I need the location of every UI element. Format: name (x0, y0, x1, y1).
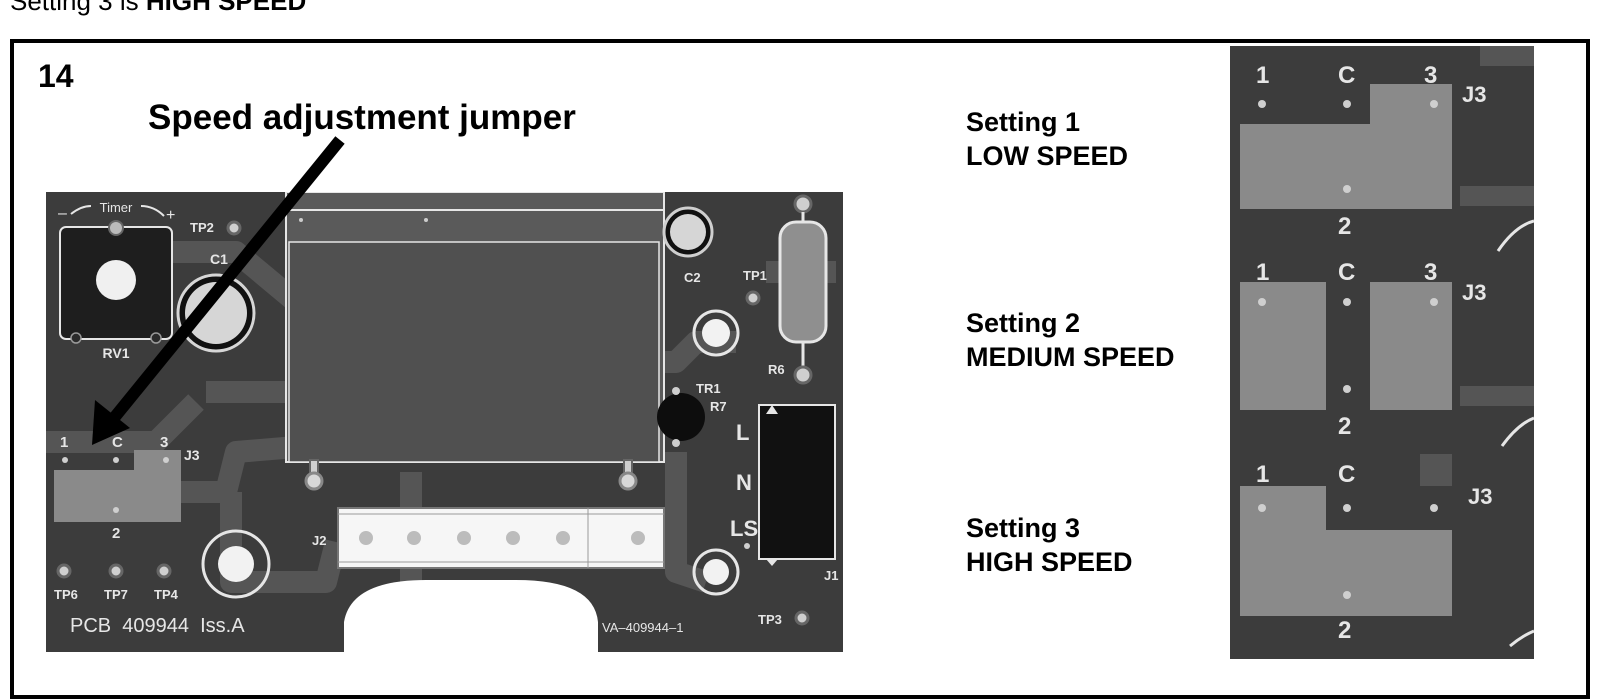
svg-text:TP7: TP7 (104, 587, 128, 602)
closeup-setting-2: 1 C 3 J3 2 (1240, 259, 1486, 440)
svg-text:+: + (166, 207, 175, 224)
svg-text:–: – (58, 205, 67, 222)
setting-1-speed: LOW SPEED (966, 141, 1129, 171)
svg-text:TP4: TP4 (154, 587, 179, 602)
figure-number: 14 (38, 58, 74, 94)
pcb-board-illustration: Timer – + RV1 TP2 C1 C2 TP1 R6 TR1 R7 L … (46, 192, 843, 652)
svg-text:TP6: TP6 (54, 587, 78, 602)
svg-text:PCB 409944 Iss.A: PCB 409944 Iss.A (70, 615, 245, 637)
setting-3-title: Setting 3 (966, 513, 1081, 543)
svg-text:C: C (1338, 461, 1355, 488)
svg-text:C: C (112, 434, 123, 451)
setting-1-label: Setting 1 LOW SPEED (966, 105, 1128, 173)
svg-text:N: N (736, 470, 752, 495)
svg-text:L: L (736, 420, 749, 445)
setting-3-label: Setting 3 HIGH SPEED (966, 511, 1133, 579)
svg-text:3: 3 (1424, 259, 1437, 286)
svg-text:2: 2 (1338, 213, 1351, 240)
closeup-setting-1: 1 C 3 J3 2 (1240, 62, 1486, 240)
svg-text:2: 2 (112, 525, 120, 542)
setting-2-speed: MEDIUM SPEED (966, 342, 1175, 372)
svg-text:C: C (1338, 259, 1355, 286)
svg-text:LS: LS (730, 516, 758, 541)
svg-text:3: 3 (160, 434, 168, 451)
svg-text:TP2: TP2 (190, 220, 214, 235)
svg-text:2: 2 (1338, 617, 1351, 644)
svg-text:J3: J3 (1462, 82, 1486, 107)
svg-text:2: 2 (1338, 413, 1351, 440)
setting-2-title: Setting 2 (966, 308, 1081, 338)
svg-text:3: 3 (1424, 62, 1437, 89)
svg-text:J2: J2 (312, 533, 326, 548)
top-caption: Setting 3 is HIGH SPEED (10, 0, 306, 17)
svg-text:TP3: TP3 (758, 612, 782, 627)
svg-text:1: 1 (60, 434, 68, 451)
svg-text:1: 1 (1256, 461, 1269, 488)
closeup-setting-3: 1 C 3 J3 2 (1240, 454, 1492, 644)
figure-title: Speed adjustment jumper (148, 98, 576, 137)
caption-bold: HIGH SPEED (145, 0, 307, 16)
svg-text:RV1: RV1 (103, 345, 130, 361)
svg-text:VA–409944–1: VA–409944–1 (602, 620, 683, 635)
jumper-closeup-illustration: 1 C 3 J3 2 1 C 3 J3 2 1 C 3 J3 2 (1230, 46, 1534, 659)
svg-text:R6: R6 (768, 362, 785, 377)
timer-label: Timer (100, 200, 133, 215)
setting-2-label: Setting 2 MEDIUM SPEED (966, 306, 1175, 374)
svg-text:R7: R7 (710, 399, 727, 414)
svg-text:J3: J3 (1462, 280, 1486, 305)
svg-text:TR1: TR1 (696, 381, 721, 396)
setting-3-speed: HIGH SPEED (966, 547, 1133, 577)
svg-text:1: 1 (1256, 62, 1269, 89)
svg-text:TP1: TP1 (743, 268, 767, 283)
svg-text:C1: C1 (210, 251, 228, 267)
svg-text:C: C (1338, 62, 1355, 89)
setting-1-title: Setting 1 (966, 107, 1081, 137)
svg-text:J1: J1 (824, 568, 838, 583)
svg-text:J3: J3 (1468, 484, 1492, 509)
svg-text:J3: J3 (184, 447, 200, 463)
svg-text:C2: C2 (684, 270, 701, 285)
caption-prefix: Setting 3 is (10, 0, 146, 16)
svg-text:1: 1 (1256, 259, 1269, 286)
